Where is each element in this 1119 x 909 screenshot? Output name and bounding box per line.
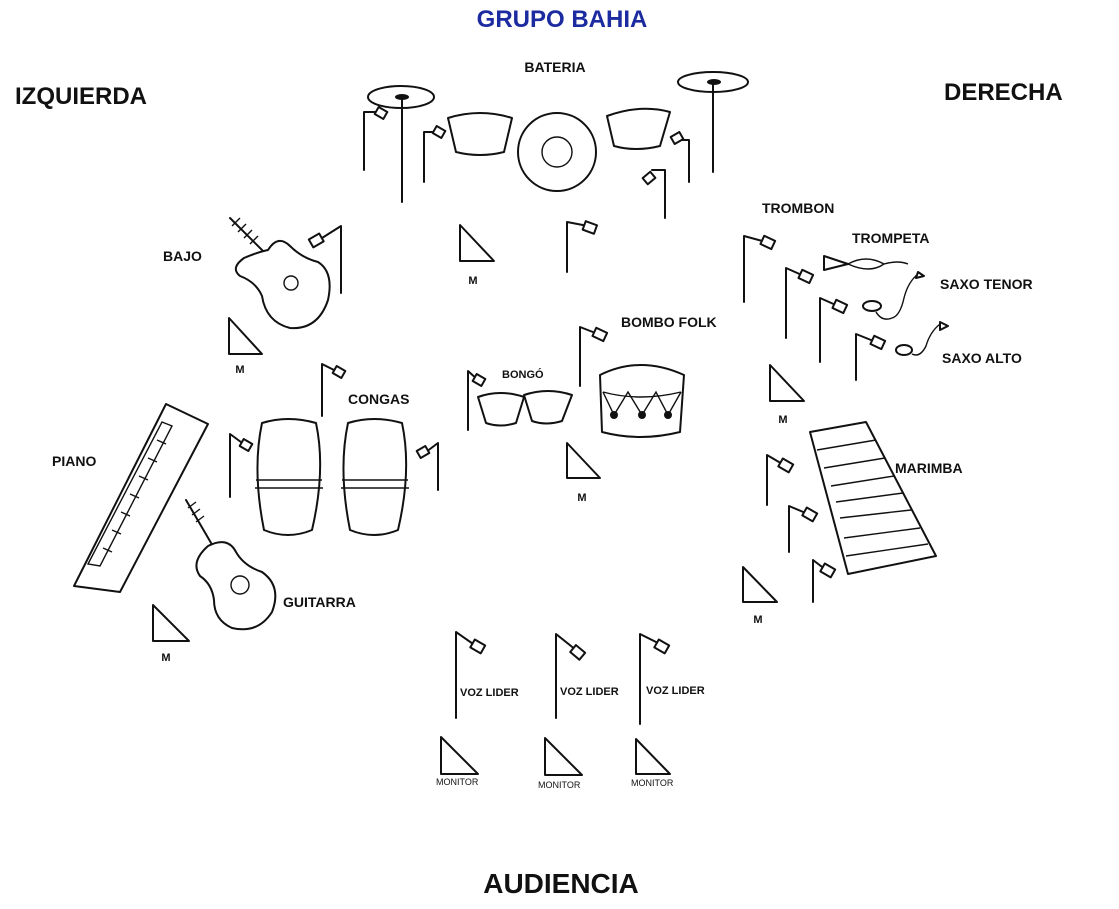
- drum-kit: [363, 71, 749, 273]
- monitor-marker: M: [235, 364, 244, 376]
- kick-drum-icon: [517, 112, 597, 192]
- monitor-label: MONITOR: [538, 780, 581, 790]
- vocal-label: VOZ LIDER: [646, 685, 705, 697]
- congas-label: CONGAS: [348, 391, 409, 407]
- lead-vocal-1: VOZ LIDER MONITOR: [436, 631, 519, 787]
- marimba-label: MARIMBA: [895, 460, 963, 476]
- lead-vocal-2: VOZ LIDER MONITOR: [538, 633, 619, 790]
- cymbal-left-icon: [367, 85, 435, 203]
- saxo-tenor-label: SAXO TENOR: [940, 276, 1033, 292]
- mic-stand-icon: [819, 297, 849, 363]
- marimba-monitor: M: [742, 566, 778, 626]
- bongo-label: BONGÓ: [502, 368, 544, 381]
- mic-stand-icon: [785, 267, 815, 339]
- vocal-label: VOZ LIDER: [560, 686, 619, 698]
- monitor-marker: M: [577, 492, 586, 504]
- vocal-label: VOZ LIDER: [460, 687, 519, 699]
- saxophone-icon: [862, 271, 925, 320]
- bombo-folk-label: BOMBO FOLK: [621, 314, 717, 330]
- left-side-label: IZQUIERDA: [15, 83, 147, 110]
- conga-drum-icon: [341, 418, 409, 536]
- conga-drum-icon: [255, 418, 323, 536]
- piano-monitor: M: [152, 604, 190, 664]
- trompeta-label: TROMPETA: [852, 230, 930, 246]
- lead-vocal-3: VOZ LIDER MONITOR: [631, 633, 705, 788]
- mic-stand-icon: [641, 169, 666, 219]
- trombon-label: TROMBON: [762, 200, 834, 216]
- right-side-label: DERECHA: [944, 79, 1063, 106]
- mic-stand-icon: [415, 442, 439, 491]
- mic-stand-icon: [321, 363, 347, 417]
- piano-label: PIANO: [52, 453, 96, 469]
- tom-right-icon: [606, 107, 690, 183]
- mic-stand-icon: [307, 225, 342, 294]
- monitor-marker: M: [753, 614, 762, 626]
- mic-stand-icon: [766, 454, 795, 506]
- monitor-marker: M: [468, 275, 477, 287]
- mic-stand-icon: [467, 370, 487, 431]
- piano-keyboard-icon: [73, 403, 209, 593]
- monitor-label: MONITOR: [436, 777, 479, 787]
- bombo-monitor: M: [566, 442, 601, 504]
- mic-stand-icon: [743, 234, 777, 303]
- tom-left-icon: [423, 112, 513, 183]
- plot-title: GRUPO BAHIA: [477, 6, 648, 33]
- mic-stand-icon: [566, 220, 599, 273]
- bass-monitor: M: [228, 317, 263, 376]
- mic-stand-icon: [363, 106, 389, 171]
- bateria-label: BATERIA: [524, 59, 585, 75]
- guitarra-label: GUITARRA: [283, 594, 356, 610]
- marimba-icon: [809, 421, 937, 575]
- drum-monitor: M: [459, 224, 495, 287]
- mic-stand-icon: [788, 505, 819, 553]
- brass-monitor: M: [769, 364, 805, 426]
- cymbal-right-icon: [677, 71, 749, 173]
- mic-stand-icon: [812, 559, 837, 603]
- audience-label: AUDIENCIA: [483, 868, 639, 899]
- mic-stand-icon: [579, 326, 609, 387]
- mic-stand-icon: [229, 433, 254, 498]
- mic-stand-icon: [855, 333, 887, 381]
- monitor-label: MONITOR: [631, 778, 674, 788]
- bombo-folk-drum-icon: [599, 364, 685, 438]
- bass-guitar-icon: [229, 217, 331, 330]
- trumpet-icon: [823, 255, 909, 271]
- saxo-alto-label: SAXO ALTO: [942, 350, 1022, 366]
- monitor-marker: M: [161, 652, 170, 664]
- bongo-icon: [477, 390, 573, 427]
- monitor-marker: M: [778, 414, 787, 426]
- bajo-label: BAJO: [163, 248, 202, 264]
- saxophone-icon: [895, 321, 949, 356]
- acoustic-guitar-icon: [185, 499, 277, 631]
